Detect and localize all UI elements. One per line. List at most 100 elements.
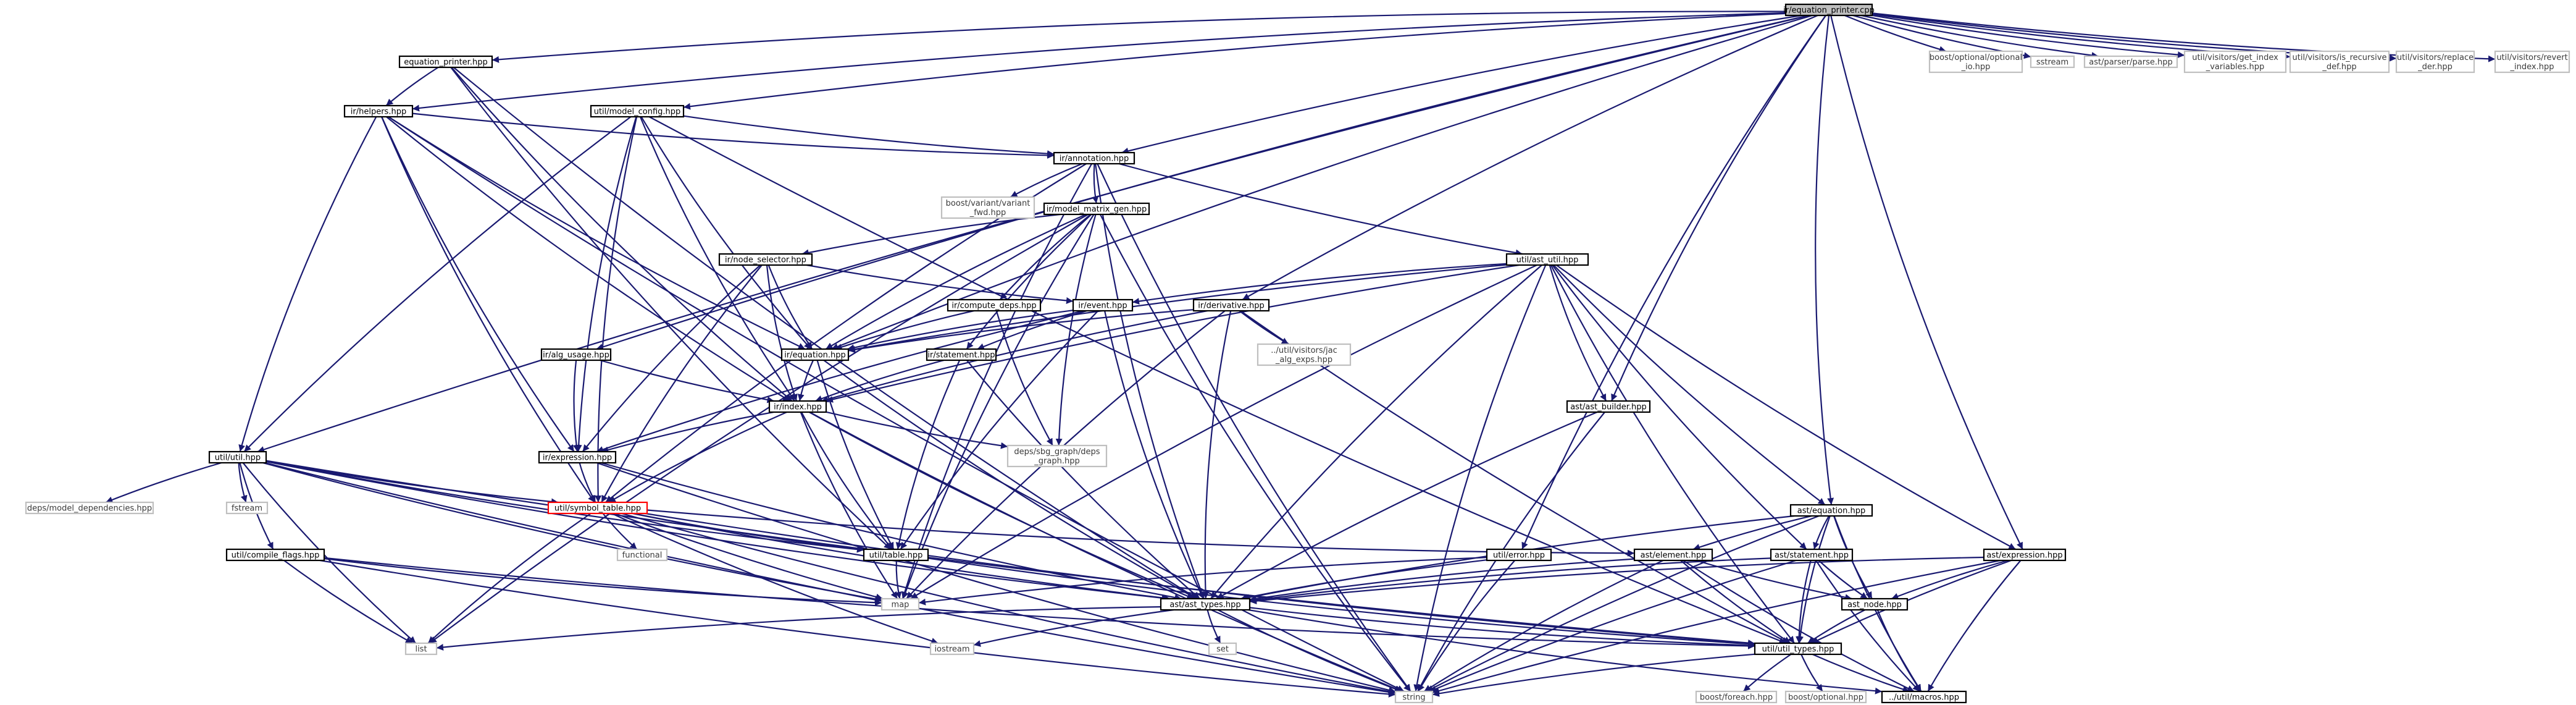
edge-util_util-to-fstream <box>238 462 248 503</box>
node-box <box>940 196 1035 219</box>
edge-ast_statement-to-ast_ast_types <box>1249 557 1771 604</box>
node-ir_alg_usage[interactable]: ir/alg_usage.hpp <box>540 348 612 361</box>
node-util_util[interactable]: util/util.hpp <box>208 450 267 464</box>
edge-util_ast_util-to-map <box>910 264 1537 599</box>
edge-util_error-to-string <box>1417 560 1516 692</box>
node-ast_expression[interactable]: ast/expression.hpp <box>1983 548 2067 562</box>
edge-util_ast_util-to-ast_statement <box>1552 264 1807 550</box>
edge-ast_ast_types-to-util_util_types <box>1249 607 1755 649</box>
node-ir_helpers[interactable]: ir/helpers.hpp <box>343 104 414 118</box>
node-label: ir/event.hpp <box>1078 302 1127 311</box>
node-ir_compute_deps[interactable]: ir/compute_deps.hpp <box>947 298 1042 312</box>
node-box <box>947 298 1042 312</box>
node-ir_equation[interactable]: ir/equation.hpp <box>780 348 850 361</box>
node-label: ir/helpers.hpp <box>351 108 406 117</box>
node-label: ast_node.hpp <box>1847 601 1902 610</box>
node-util_compile_flags[interactable]: util/compile_flags.hpp <box>225 548 325 562</box>
edge-ir_equation-to-util_table <box>816 360 895 550</box>
node-ast_ast_builder[interactable]: ast/ast_builder.hpp <box>1566 400 1651 413</box>
edge-ast_equation-to-ast_statement <box>1813 515 1830 550</box>
node-label: ir/equation_printer.cpp <box>1783 6 1875 15</box>
edge-util_ast_util-to-ast_ast_builder <box>1549 264 1607 402</box>
node-box <box>343 104 414 118</box>
node-ir_statement[interactable]: ir/statement.hpp <box>926 348 997 361</box>
node-box <box>1695 690 1778 704</box>
edge-ast_equation-to-string <box>1426 515 1820 692</box>
edge-ast_statement-to-util_macros <box>1815 560 1920 692</box>
edge-ast_node-to-util_macros <box>1876 609 1922 692</box>
node-label: ast/ast_types.hpp <box>1169 601 1240 610</box>
node-box <box>2183 50 2287 74</box>
node-util_ast_util[interactable]: util/ast_util.hpp <box>1505 253 1589 266</box>
node-label: list <box>415 645 427 654</box>
edge-ir_annotation-to-ir_model_matrix_gen <box>1092 163 1099 204</box>
node-util_table[interactable]: util/table.hpp <box>863 548 929 562</box>
node-ast_ast_types[interactable]: ast/ast_types.hpp <box>1160 597 1251 611</box>
node-label: ir/compute_deps.hpp <box>951 302 1036 311</box>
edge-ir_statement-to-ir_index <box>815 359 944 402</box>
node-util_symbol_table[interactable]: util/symbol_table.hpp <box>547 501 648 515</box>
edge-util_ast_util-to-ast_equation <box>1553 264 1826 505</box>
edge-ir_derivative-to-ast_ast_types <box>1202 310 1232 599</box>
node-util_error[interactable]: util/error.hpp <box>1486 548 1552 562</box>
node-util_macros[interactable]: ../util/macros.hpp <box>1881 690 1967 704</box>
node-boost_optional_io: boost/optional/optional_io.hpp <box>1928 50 2023 74</box>
edge-ast_ast_types-to-iostream <box>973 609 1174 647</box>
node-ast_node[interactable]: ast_node.hpp <box>1841 597 1909 611</box>
edge-ir_statement-to-util_table <box>895 360 961 550</box>
node-ir_event[interactable]: ir/event.hpp <box>1072 298 1134 312</box>
edge-util_symbol_table-to-functional <box>602 513 638 550</box>
node-label: util/table.hpp <box>869 551 923 560</box>
edge-util_symbol_table-to-ast_ast_types <box>632 512 1171 602</box>
node-label: ast/ast_builder.hpp <box>1570 403 1647 412</box>
node-ir_expression[interactable]: ir/expression.hpp <box>538 450 617 464</box>
node-deps_sbg_graph: deps/sbg_graph/deps_graph.hpp <box>1006 444 1108 468</box>
node-box <box>2030 55 2075 69</box>
node-box <box>1881 690 1967 704</box>
edge-util_util_types-to-util_macros <box>1812 653 1910 693</box>
node-box <box>1841 597 1909 611</box>
edge-ast_expression-to-string <box>1432 559 2001 694</box>
node-util_visitors_jac: ../util/visitors/jac_alg_exps.hpp <box>1257 343 1352 366</box>
node-label: ast/parser/parse.hpp <box>2089 58 2172 67</box>
edge-util_table-to-map <box>895 560 902 599</box>
edge-ir_node_selector-to-ir_index <box>766 264 798 402</box>
node-label: ast/statement.hpp <box>1775 551 1849 560</box>
edge-ast_element-to-util_macros <box>1683 560 1915 692</box>
node-label: _graph.hpp <box>1034 457 1079 466</box>
node-root[interactable]: ir/equation_printer.cpp <box>1783 3 1875 17</box>
node-label: sstream <box>2036 58 2068 67</box>
edge-root-to-boost_optional_io <box>1844 14 1947 53</box>
edge-util_symbol_table-to-util_util_types <box>645 512 1755 647</box>
node-label: ir/annotation.hpp <box>1060 154 1129 164</box>
node-box <box>208 450 267 464</box>
node-box <box>404 642 438 656</box>
edge-ir_expression-to-ast_ast_types <box>601 462 1182 601</box>
node-eq_printer_hpp[interactable]: equation_printer.hpp <box>398 55 493 69</box>
edge-util_table-to-util_util_types <box>927 557 1755 648</box>
node-util_util_types[interactable]: util/util_types.hpp <box>1754 642 1842 656</box>
edge-ast_statement-to-string <box>1429 559 1797 693</box>
node-ir_index[interactable]: ir/index.hpp <box>768 400 827 413</box>
edge-root-to-ir_helpers <box>412 12 1786 112</box>
node-box <box>225 548 325 562</box>
edge-util_ast_util-to-ast_expression <box>1555 264 2016 550</box>
node-label: ir/alg_usage.hpp <box>543 351 609 360</box>
node-ast_element[interactable]: ast/element.hpp <box>1633 548 1713 562</box>
edge-root-to-ir_equation <box>831 14 1813 350</box>
edge-ir_derivative-to-ir_index <box>821 310 1208 403</box>
node-label: boost/variant/variant <box>946 199 1031 208</box>
node-ast_statement[interactable]: ast/statement.hpp <box>1770 548 1854 562</box>
node-ir_node_selector[interactable]: ir/node_selector.hpp <box>718 253 813 266</box>
node-ast_equation[interactable]: ast/equation.hpp <box>1789 504 1873 517</box>
edge-ast_expression-to-util_macros <box>1927 560 2022 692</box>
node-label: deps/sbg_graph/deps <box>1014 447 1100 457</box>
node-util_model_config[interactable]: util/model_config.hpp <box>590 104 685 118</box>
edge-util_model_config-to-ir_equation <box>640 116 812 350</box>
node-visitors_replace_der: util/visitors/replace_der.hpp <box>2395 50 2475 74</box>
node-ir_derivative[interactable]: ir/derivative.hpp <box>1192 298 1270 312</box>
node-ir_model_matrix_gen[interactable]: ir/model_matrix_gen.hpp <box>1043 202 1150 216</box>
node-ir_annotation[interactable]: ir/annotation.hpp <box>1053 151 1135 165</box>
edge-ir_model_matrix_gen-to-ir_node_selector <box>801 213 1061 256</box>
edge-ir_event-to-util_table <box>900 310 1099 550</box>
